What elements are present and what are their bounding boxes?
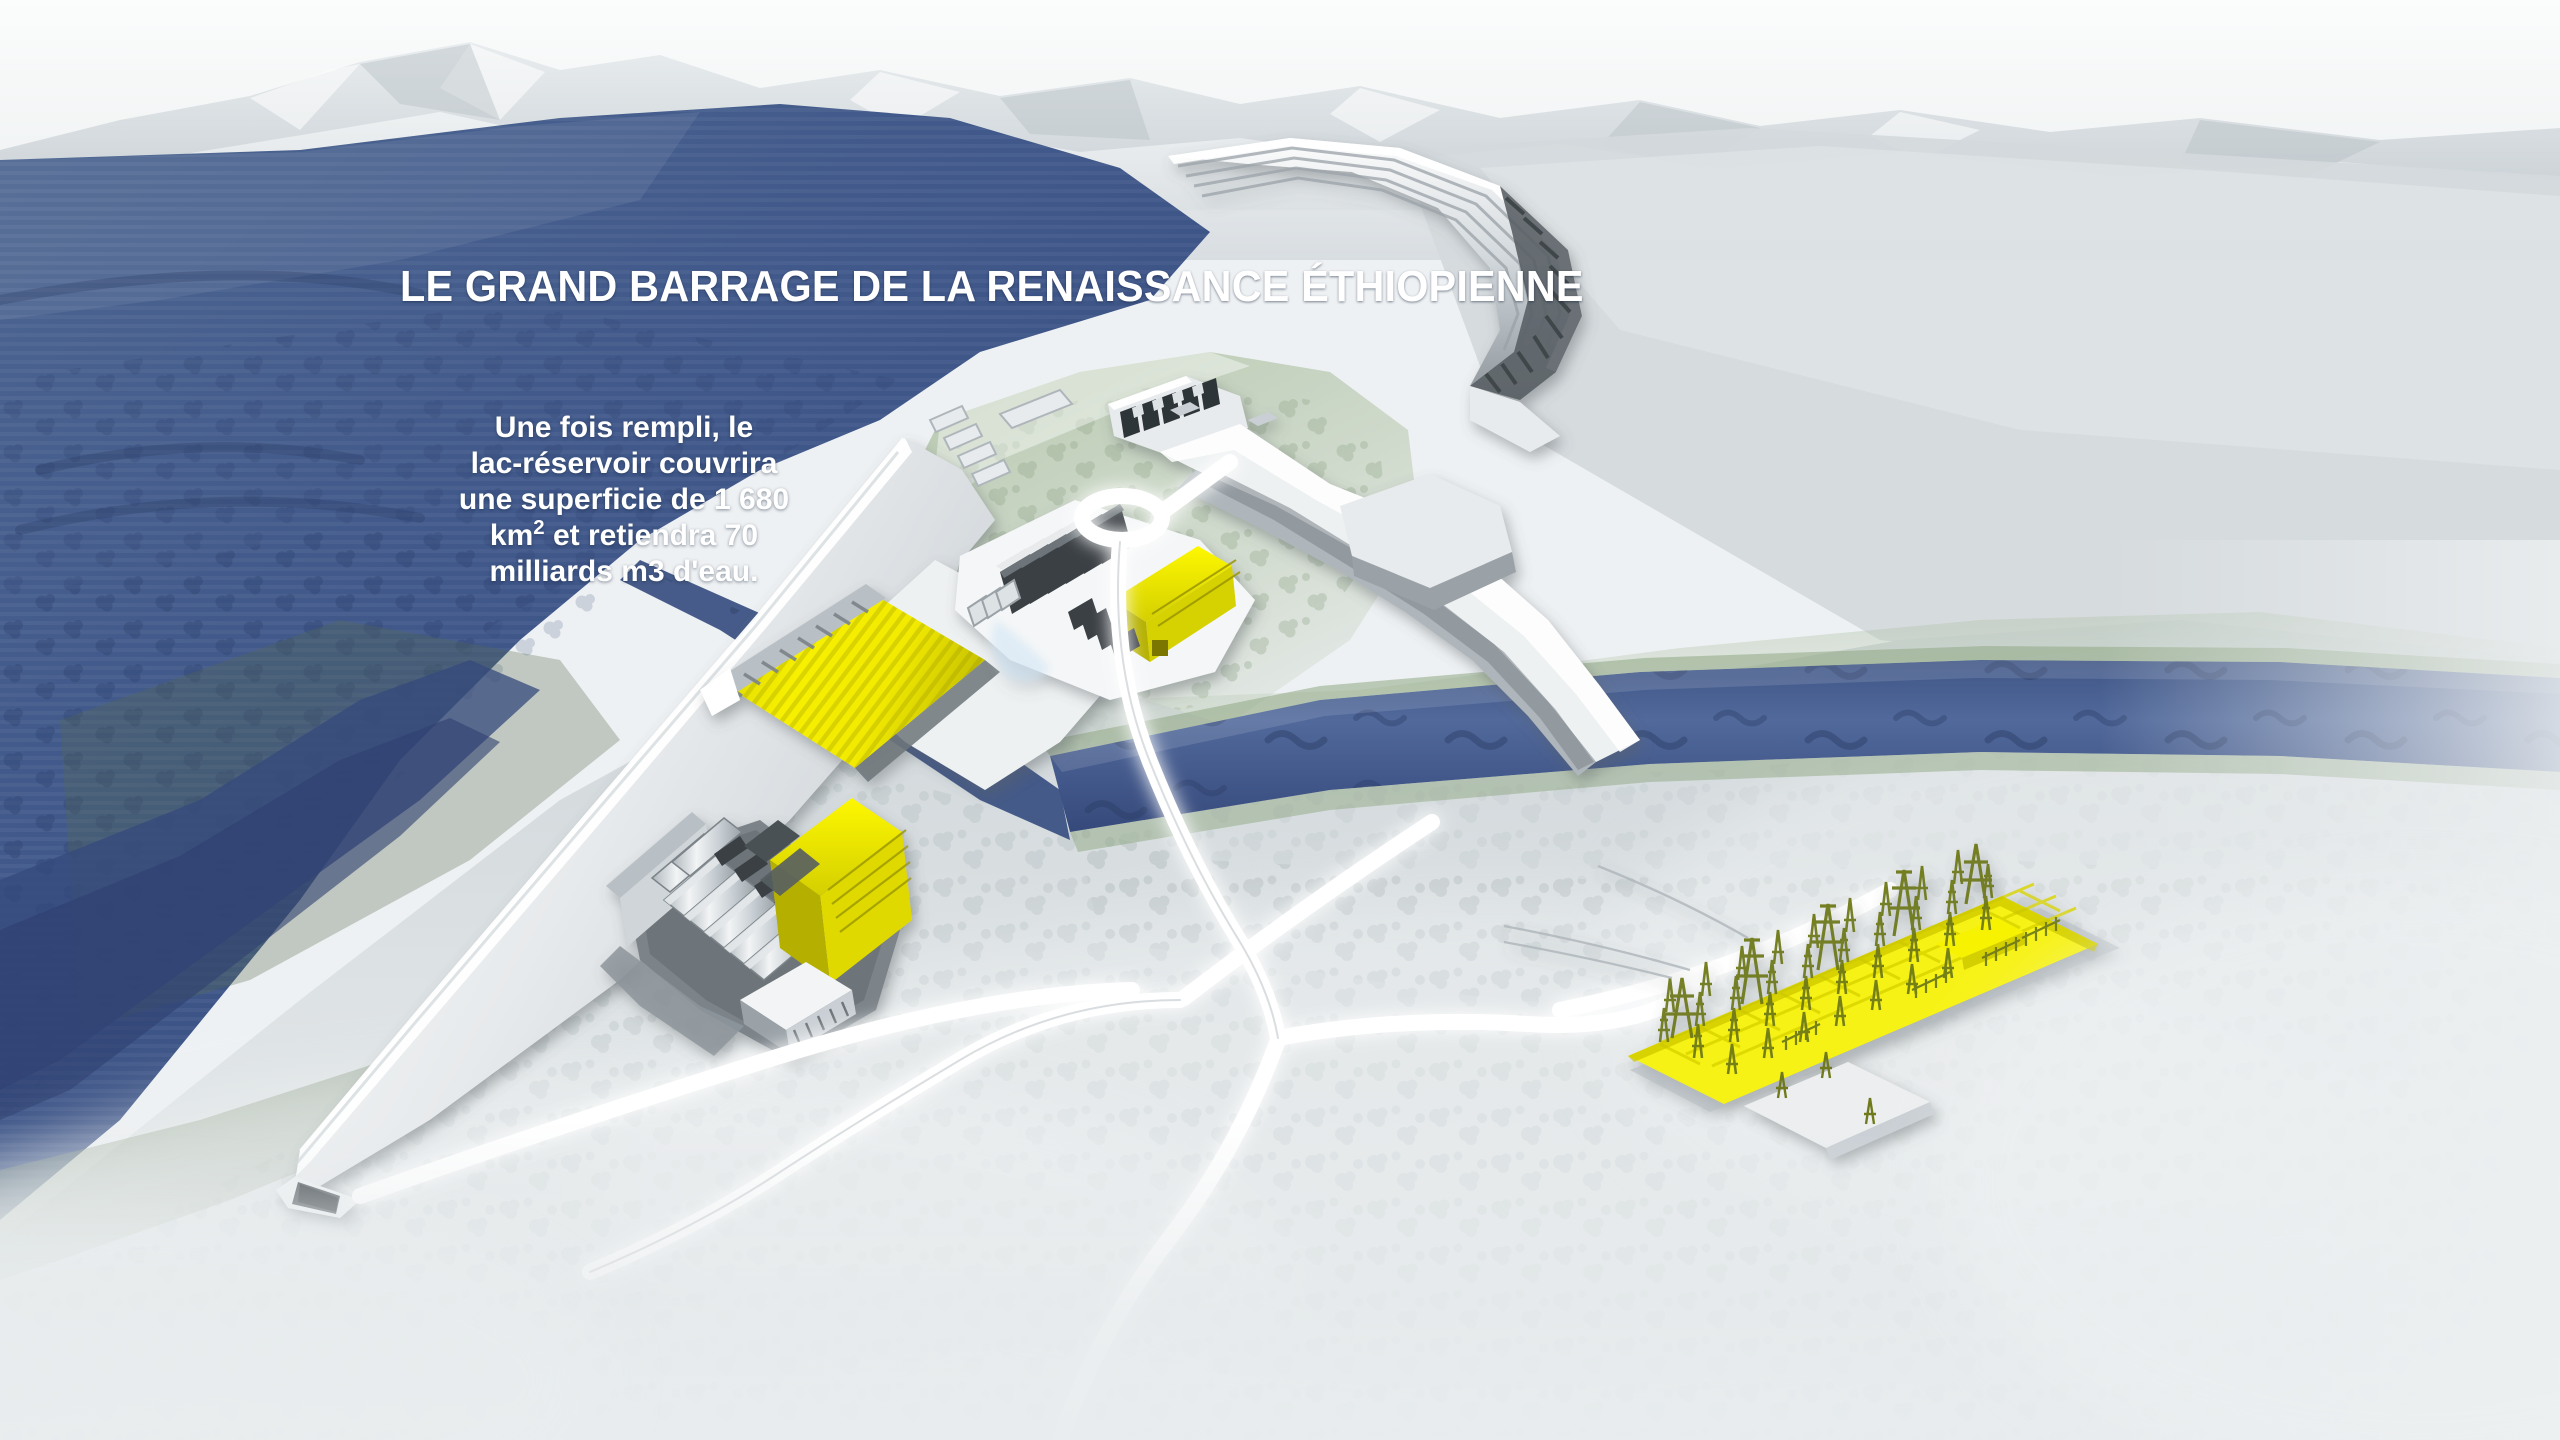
caption-line-5: milliards m3 d'eau. (489, 555, 759, 588)
penstock-bundle-upper (996, 504, 1132, 614)
reservoir (0, 104, 1210, 1220)
caption-superscript: 2 (533, 517, 545, 539)
spillway-chute (1160, 424, 1640, 762)
powerhouse-right (955, 500, 1255, 700)
powerhouse-left (600, 798, 912, 1060)
caption-line-3: une superficie de 1 680 (458, 483, 790, 516)
spillway (700, 560, 1105, 790)
pylon-field (1658, 843, 2061, 1075)
caption-block: Une fois rempli, le lac-réservoir couvri… (418, 410, 830, 590)
caption-line-2: lac-réservoir couvrira (470, 447, 778, 480)
caption-line-4-pre: km (489, 519, 534, 552)
road-east (1552, 882, 1898, 1018)
road-branch-ne (1176, 814, 1440, 1006)
caption-line-1: Une fois rempli, le (494, 411, 754, 444)
intake-fins (966, 578, 1022, 628)
hill-intake-marks (928, 388, 1074, 488)
road-to-switchyard (1270, 970, 1716, 1046)
caption-line-4-post: et retiendra 70 (544, 519, 759, 552)
tailrace-structure (740, 962, 856, 1054)
page-title: LE GRAND BARRAGE DE LA RENAISSANCE ÉTHIO… (400, 262, 1584, 311)
spillway-chute-group (1108, 376, 1640, 776)
saddle-dam (1168, 138, 1582, 452)
